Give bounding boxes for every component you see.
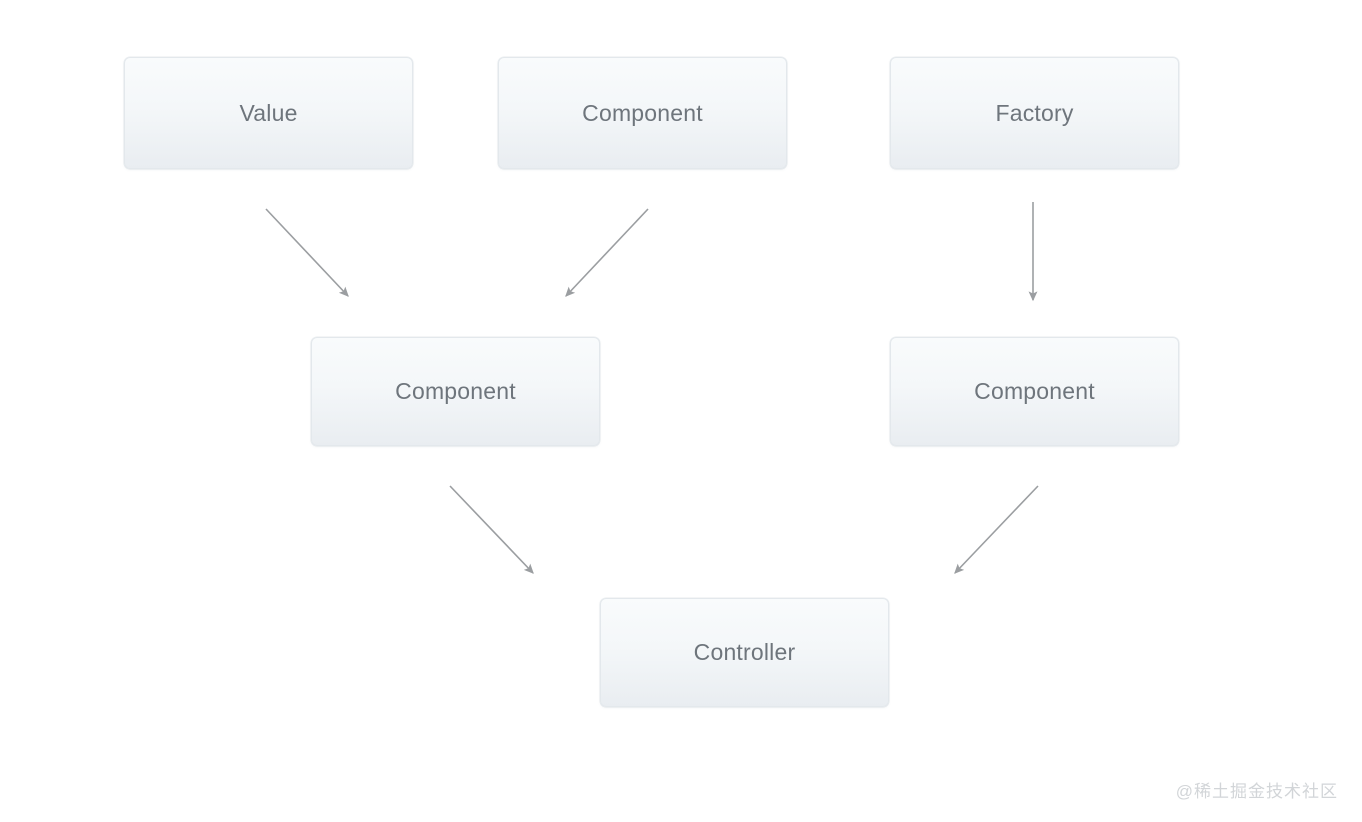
edge-component-mid-right-to-controller [954,485,1039,574]
node-controller[interactable]: Controller [600,598,889,707]
node-label: Component [582,99,703,126]
node-factory[interactable]: Factory [890,57,1179,169]
node-label: Component [395,378,516,404]
node-component-mid-left[interactable]: Component [311,337,600,446]
watermark: @稀土掘金技术社区 [1175,782,1338,801]
node-component-mid-right[interactable]: Component [890,337,1179,446]
node-label: Controller [693,639,796,665]
node-label: Value [239,99,298,126]
edge-value-to-component-mid-left [265,208,349,297]
node-label: Component [974,378,1095,404]
node-label: Factory [995,99,1074,126]
node-value[interactable]: Value [124,57,413,169]
node-component-top[interactable]: Component [498,57,787,169]
edge-component-top-to-component-mid-left [565,208,649,297]
edge-component-mid-left-to-controller [449,485,534,574]
